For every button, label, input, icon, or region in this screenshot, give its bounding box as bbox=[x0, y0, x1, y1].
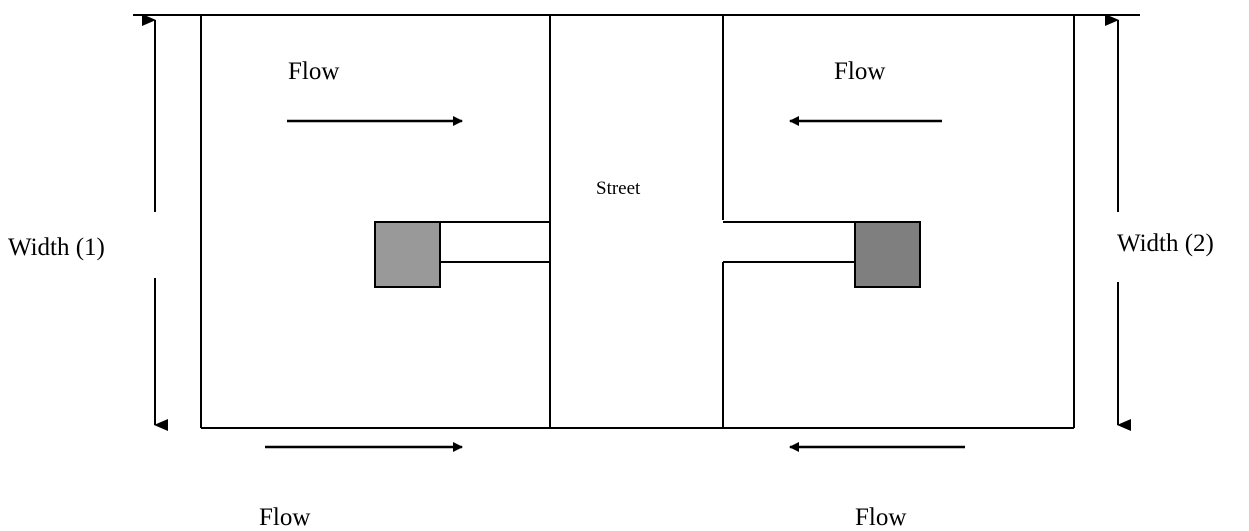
left-building bbox=[374, 221, 441, 288]
flow-label-bottom-right: Flow bbox=[855, 504, 906, 531]
width-1-label: Width (1) bbox=[8, 234, 105, 261]
width-2-label: Width (2) bbox=[1117, 230, 1214, 257]
right-building-group bbox=[723, 221, 921, 288]
right-lot bbox=[723, 15, 1075, 429]
width-1-dimension: Width (1) bbox=[8, 14, 168, 431]
street: Street bbox=[549, 15, 724, 429]
flow-label-top-right: Flow bbox=[834, 58, 885, 85]
width-2-dimension: Width (2) bbox=[1105, 14, 1214, 431]
flow-label-bottom-left: Flow bbox=[259, 504, 310, 531]
right-building bbox=[854, 221, 921, 288]
street-label: Street bbox=[596, 178, 641, 199]
flow-label-top-left: Flow bbox=[288, 58, 339, 85]
left-building-group bbox=[374, 221, 550, 288]
left-lot bbox=[200, 15, 550, 429]
